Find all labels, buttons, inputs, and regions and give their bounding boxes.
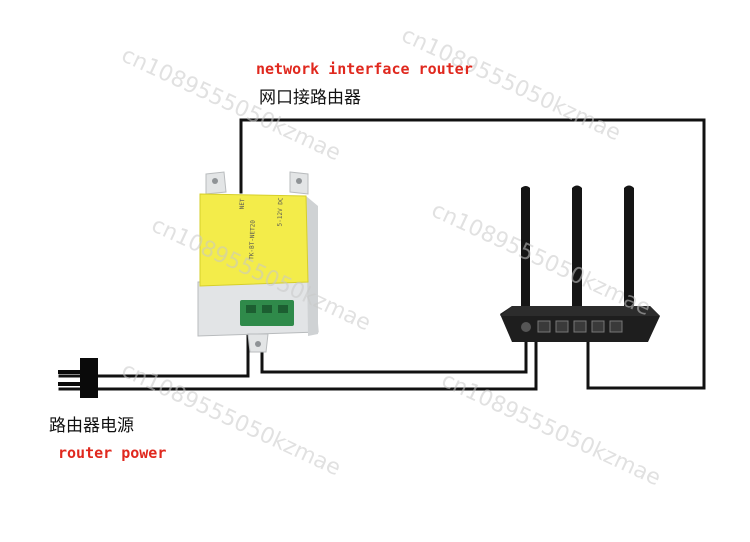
wires bbox=[58, 118, 706, 391]
power-wire-lower bbox=[58, 338, 538, 391]
controller-module: TK-BT-NET20 NET 5-12V DC bbox=[197, 171, 319, 353]
label-power-en: router power bbox=[58, 444, 166, 462]
router-power-jack bbox=[521, 322, 531, 332]
router-lan-port-2 bbox=[573, 320, 587, 333]
module-power-text: 5-12V DC bbox=[276, 197, 284, 227]
label-power-cn: 路由器电源 bbox=[49, 416, 134, 436]
router-wan-port bbox=[537, 320, 551, 333]
router-lan-port-1 bbox=[555, 320, 569, 333]
router-lan-port-3 bbox=[591, 320, 605, 333]
watermark-text: cn1089555050kzmae bbox=[397, 23, 624, 147]
router-top-face bbox=[500, 306, 660, 316]
router-lan-port-4 bbox=[609, 320, 623, 333]
module-ear-hole-left bbox=[212, 178, 218, 184]
plug-pin-bottom bbox=[58, 382, 80, 386]
module-model-text: TK-BT-NET20 bbox=[248, 220, 256, 260]
module-ear-hole-right bbox=[296, 178, 302, 184]
module-port-text: NET bbox=[239, 198, 246, 209]
watermark-layer: cn1089555050kzmae cn1089555050kzmae cn10… bbox=[117, 23, 664, 492]
watermark-text: cn1089555050kzmae bbox=[427, 198, 654, 322]
module-bottom-tab-hole bbox=[255, 341, 261, 347]
power-wire-upper bbox=[58, 318, 250, 378]
watermark-text: cn1089555050kzmae bbox=[437, 368, 664, 492]
module-terminal-screw-2 bbox=[262, 305, 272, 313]
plug-body bbox=[80, 358, 98, 398]
module-body-right bbox=[306, 196, 318, 336]
router-antenna-center bbox=[572, 185, 582, 312]
label-network-en: network interface router bbox=[256, 60, 473, 78]
plug-pin-top bbox=[58, 370, 80, 374]
labels: network interface router 网口接路由器 路由器电源 ro… bbox=[49, 60, 473, 462]
module-label-face bbox=[199, 193, 309, 287]
router bbox=[500, 185, 660, 342]
module-terminal-screw-1 bbox=[246, 305, 256, 313]
power-plug bbox=[58, 358, 98, 398]
router-antenna-left bbox=[521, 186, 530, 312]
network-cable bbox=[239, 118, 706, 390]
module-terminal-screw-3 bbox=[278, 305, 288, 313]
label-network-cn: 网口接路由器 bbox=[259, 88, 361, 108]
router-antenna-right bbox=[624, 185, 634, 312]
